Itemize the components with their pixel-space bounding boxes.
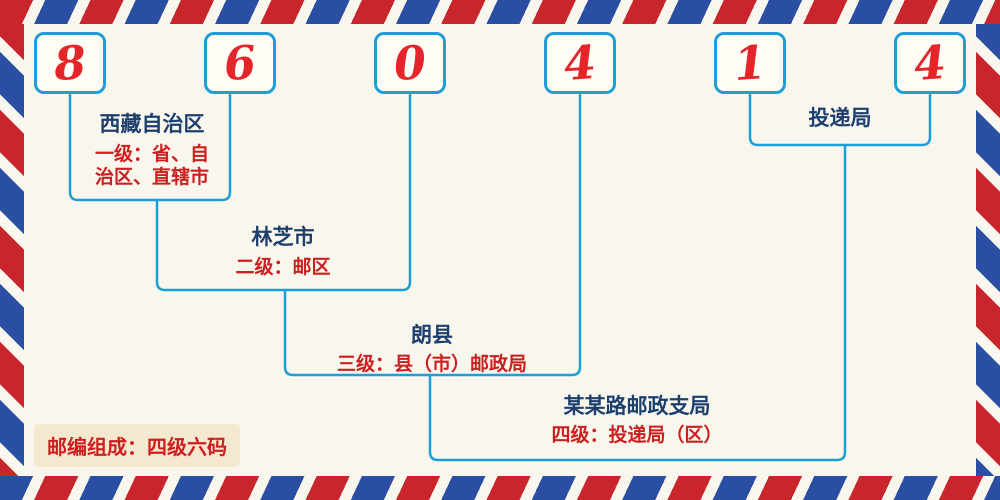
level-4-name: 某某路邮政支局 — [563, 395, 711, 418]
airmail-border-top — [0, 0, 1000, 24]
digit-3: 0 — [392, 34, 428, 92]
digit-box-2: 6 — [204, 32, 276, 94]
digit-box-1: 8 — [34, 32, 106, 94]
delivery-office-label: 投递局 — [808, 107, 872, 130]
digit-5: 1 — [732, 34, 768, 92]
digit-6: 4 — [912, 34, 948, 92]
airmail-border-bottom — [0, 476, 1000, 500]
level-3-name: 朗县 — [411, 324, 453, 347]
level-1-desc: 一级：省、自 治区、直辖市 — [77, 143, 227, 189]
level-1-desc-line-1: 一级：省、自 — [94, 144, 209, 165]
digit-box-4: 4 — [544, 32, 616, 94]
digit-box-3: 0 — [374, 32, 446, 94]
digit-1: 8 — [52, 34, 88, 92]
level-1-desc-line-2: 治区、直辖市 — [94, 167, 209, 188]
digit-2: 6 — [222, 34, 258, 92]
footer-note: 邮编组成：四级六码 — [34, 424, 240, 467]
level-2-desc: 二级：邮区 — [235, 257, 331, 278]
digit-box-6: 4 — [894, 32, 966, 94]
level-4-desc: 四级：投递局（区） — [551, 425, 723, 446]
digit-box-5: 1 — [714, 32, 786, 94]
airmail-border-left — [0, 0, 24, 500]
level-2-name: 林芝市 — [251, 226, 315, 249]
digit-4: 4 — [562, 34, 598, 92]
level-1-name: 西藏自治区 — [99, 113, 205, 136]
level-3-desc: 三级：县（市）邮政局 — [336, 354, 527, 375]
airmail-border-right — [976, 0, 1000, 500]
